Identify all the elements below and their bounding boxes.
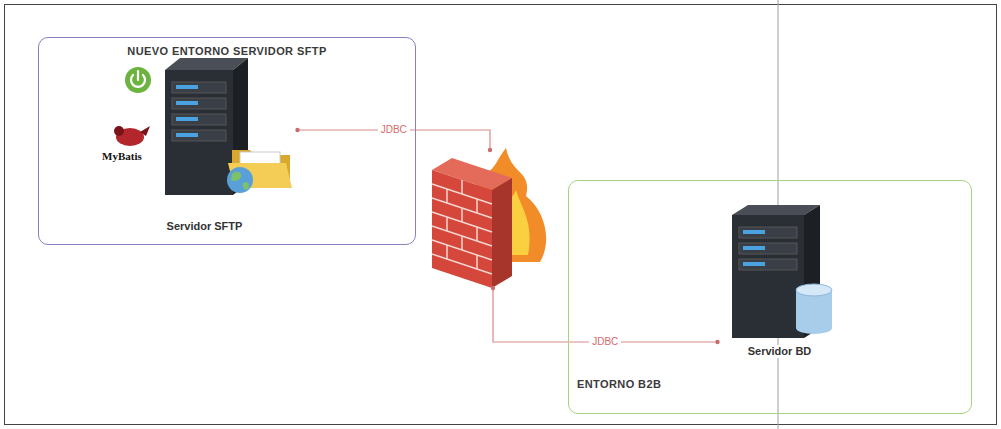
server-node: Servidor BD — [718, 200, 842, 364]
environment-title: NUEVO ENTORNO SERVIDOR SFTP — [125, 45, 328, 58]
connector-line — [493, 288, 718, 342]
node-label: Servidor BD — [746, 345, 814, 358]
environment-title: ENTORNO B2B — [575, 378, 663, 391]
logo-text: MyBatis — [102, 150, 142, 163]
folder-icon — [227, 150, 292, 193]
frame — [5, 5, 997, 425]
connector-dot — [715, 340, 719, 344]
mybatis-bird — [114, 126, 150, 146]
connector-dot — [295, 128, 299, 132]
connector-label: JDBC — [378, 124, 410, 136]
environment-box: Servidor BD ENTORNO B2B — [568, 180, 972, 414]
firewall-icon — [432, 148, 546, 288]
firewall-node — [428, 150, 528, 288]
db-server-icon — [732, 205, 832, 338]
server-node: Servidor SFTP — [112, 60, 298, 236]
connector-dot — [488, 148, 492, 152]
connector-dot — [491, 286, 495, 290]
environment-box: Servidor SFTP NUEVO ENTORNO SERVIDOR SFTP — [38, 37, 416, 245]
connector-label: JDBC — [589, 336, 621, 348]
node-label: Servidor SFTP — [165, 220, 245, 233]
spring-icon — [125, 67, 151, 93]
sftp-server-icon — [165, 58, 248, 195]
